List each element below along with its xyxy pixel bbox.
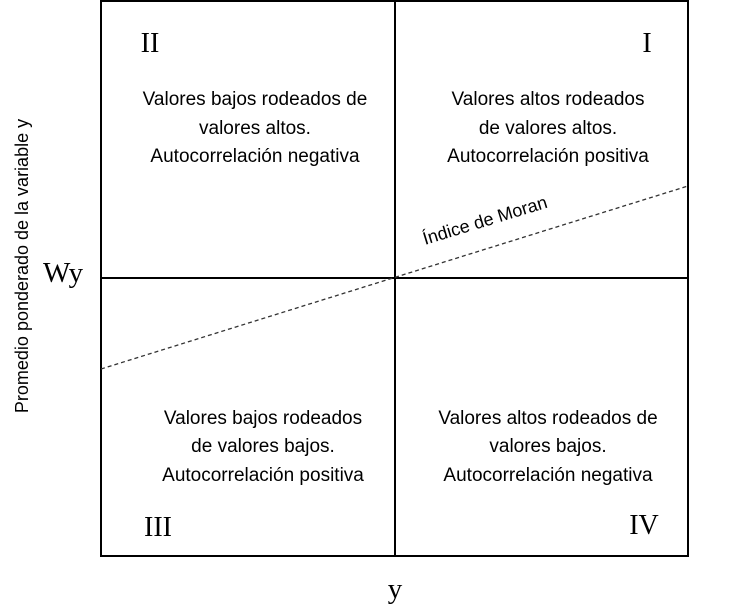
quadrant-3-text-line-1: Valores bajos rodeados — [164, 408, 362, 429]
quadrant-1-text-line-2: de valores altos. — [479, 118, 617, 139]
quadrant-4-text-line-2: valores bajos. — [489, 436, 606, 457]
x-axis-symbol: y — [388, 573, 403, 605]
quadrant-2-text-line-3: Autocorrelación negativa — [150, 146, 360, 167]
moran-index-line — [100, 185, 689, 370]
quadrant-4-text-line-1: Valores altos rodeados de — [438, 408, 657, 429]
quadrant-3-text-line-3: Autocorrelación positiva — [162, 465, 364, 486]
quadrant-3-text-line-2: de valores bajos. — [191, 436, 335, 457]
quadrant-2-numeral: II — [141, 28, 160, 59]
quadrant-2-text-line-1: Valores bajos rodeados de — [143, 89, 368, 110]
quadrant-1-text-line-3: Autocorrelación positiva — [447, 146, 649, 167]
quadrant-4-text-line-3: Autocorrelación negativa — [443, 465, 653, 486]
quadrant-3-numeral: III — [144, 512, 172, 543]
y-axis-symbol: Wy — [43, 257, 84, 289]
moran-index-label: Índice de Moran — [420, 192, 549, 249]
quadrant-2-text-line-2: valores altos. — [199, 118, 311, 139]
quadrant-4-numeral: IV — [629, 510, 659, 541]
quadrant-1-text-line-1: Valores altos rodeados — [452, 89, 645, 110]
y-axis-title: Promedio ponderado de la variable y — [12, 119, 32, 413]
quadrant-1-numeral: I — [642, 28, 651, 59]
